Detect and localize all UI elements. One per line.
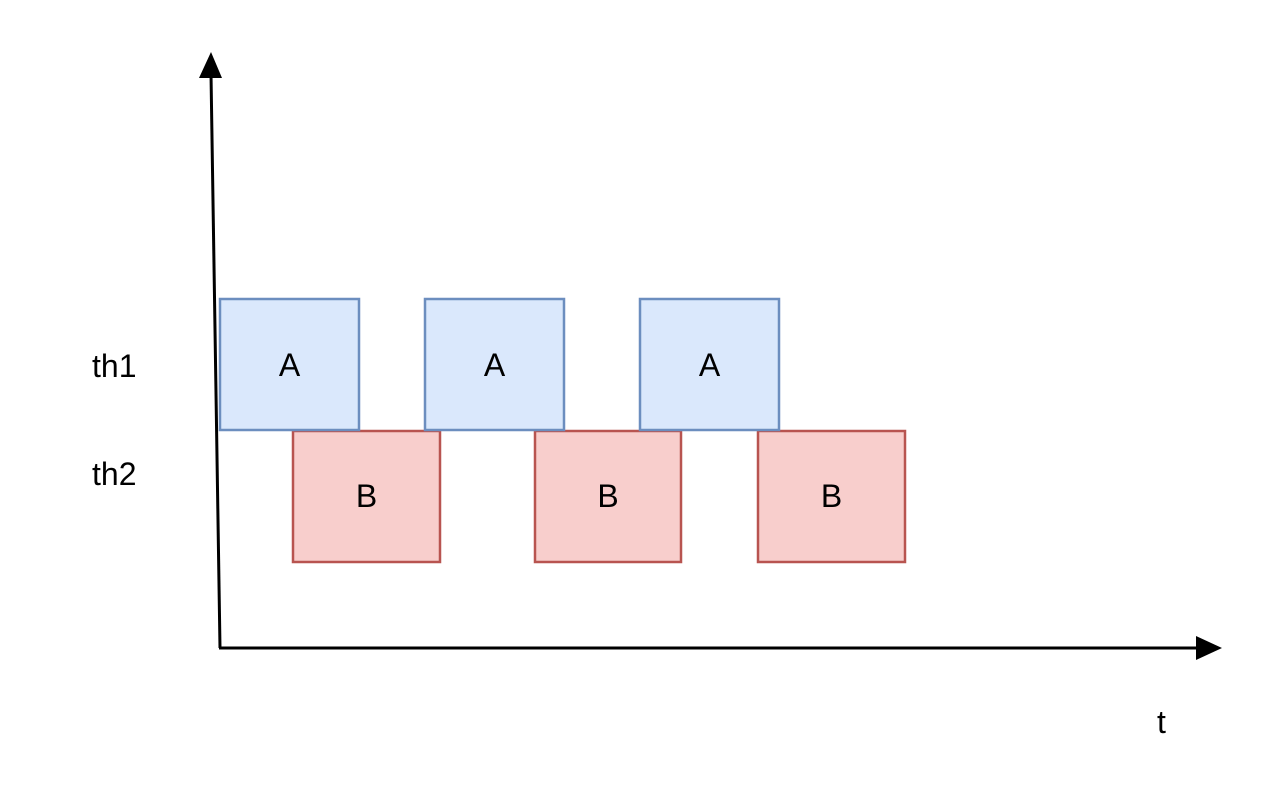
block-th2-1: B xyxy=(291,429,442,564)
block-a-rect xyxy=(638,297,781,432)
block-a-label: A xyxy=(699,347,721,383)
x-axis-label: t xyxy=(1157,704,1166,740)
x-axis-arrowhead xyxy=(1196,636,1222,660)
block-b-label: B xyxy=(821,478,842,514)
y-axis-arrowhead xyxy=(199,52,222,78)
block-b-rect xyxy=(756,429,907,564)
block-b-label: B xyxy=(597,478,618,514)
block-a-rect xyxy=(423,297,566,432)
y-axis xyxy=(209,73,222,649)
block-th1-1: A xyxy=(218,297,361,432)
block-b-rect xyxy=(291,429,442,564)
block-b-label: B xyxy=(356,478,377,514)
row-label-th2: th2 xyxy=(92,456,136,492)
block-a-label: A xyxy=(484,347,506,383)
block-th1-3: A xyxy=(638,297,781,432)
block-th2-2: B xyxy=(533,429,683,564)
row-label-th1: th1 xyxy=(92,348,136,384)
block-b-rect xyxy=(533,429,683,564)
block-a-rect xyxy=(218,297,361,432)
block-a-label: A xyxy=(279,347,301,383)
block-th1-2: A xyxy=(423,297,566,432)
block-th2-3: B xyxy=(756,429,907,564)
